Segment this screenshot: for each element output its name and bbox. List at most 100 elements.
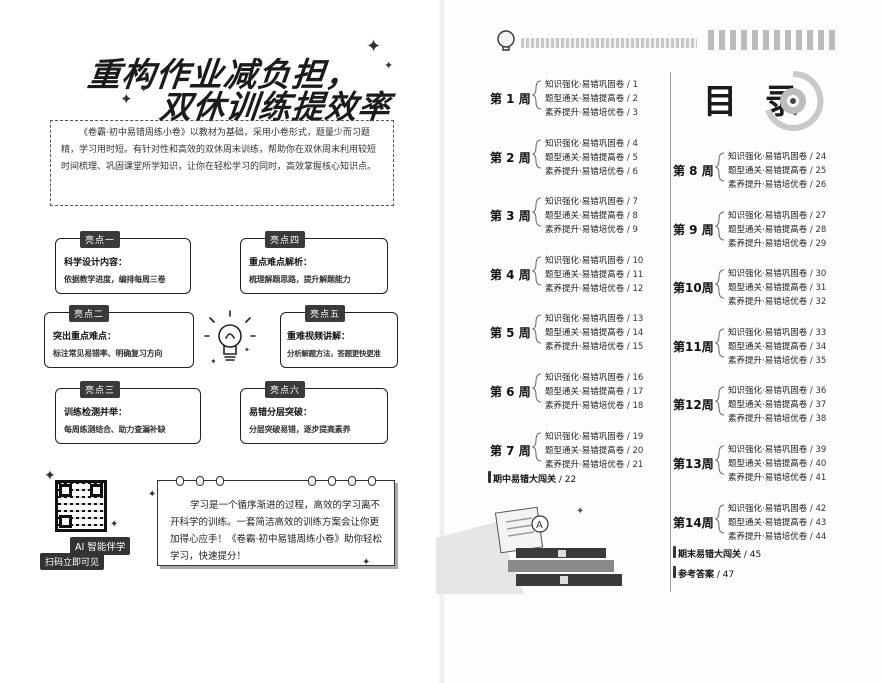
entry-title: 素养提升·易错培优卷 — [545, 283, 625, 294]
toc-entry[interactable]: 题型通关·易错提高卷 / 2 — [545, 94, 638, 104]
lightbulb-icon — [497, 30, 515, 51]
entry-title: 素养提升·易错培优卷 — [728, 355, 808, 366]
page-number: 18 — [632, 401, 644, 411]
page-number: 25 — [815, 166, 827, 176]
card-description: 依据教学进度，编排每周三卷 — [64, 274, 166, 284]
toc-entry[interactable]: 题型通关·易错提高卷 / 8 — [545, 211, 638, 222]
toc-entry[interactable]: 知识强化·易错巩固卷 / 19 — [545, 431, 644, 442]
column-divider — [670, 72, 671, 592]
toc-entry[interactable]: 素养提升·易错培优卷 / 29 — [728, 238, 827, 249]
toc-special-final[interactable]: 期末易错大闯关 / 45 — [672, 546, 761, 560]
entry-title: 知识强化·易错巩固卷 — [545, 431, 625, 442]
toc-entry[interactable]: 知识强化·易错巩固卷 / 10 — [545, 255, 644, 266]
card-heading: 易错分层突破： — [249, 408, 313, 418]
page-number: 24 — [815, 152, 827, 162]
card-heading: 重点难点解析： — [249, 258, 313, 268]
toc-entry[interactable]: 素养提升·易错培优卷 / 41 — [728, 473, 827, 483]
entry-title: 题型通关·易错提高卷 — [728, 341, 808, 352]
page-number: 11 — [632, 269, 644, 280]
toc-entry[interactable]: 知识强化·易错巩固卷 / 4 — [545, 138, 638, 149]
toc-entry[interactable]: 题型通关·易错提高卷 / 5 — [545, 152, 638, 163]
binder-ring — [348, 476, 356, 486]
toc-entry[interactable]: 题型通关·易错提高卷 / 14 — [545, 328, 644, 339]
page-number: 10 — [632, 255, 644, 266]
page-number: 2 — [632, 94, 638, 104]
toc-entry[interactable]: 知识强化·易错巩固卷 / 16 — [545, 373, 644, 383]
toc-entry[interactable]: 素养提升·易错培优卷 / 38 — [728, 414, 827, 425]
toc-entry[interactable]: 素养提升·易错培优卷 / 18 — [545, 401, 644, 411]
toc-entry[interactable]: 素养提升·易错培优卷 / 15 — [545, 342, 644, 353]
highlight-card-6: 亮点六 易错分层突破： 分层突破易错，逐步提高素养 — [240, 381, 388, 444]
entry-title: 知识强化·易错巩固卷 — [728, 386, 808, 397]
toc-entry[interactable]: 知识强化·易错巩固卷 / 24 — [728, 152, 827, 162]
note-text: 学习是一个循序渐进的过程，高效的学习离不开科学的训练。一套简洁高效的训练方案会让… — [170, 500, 383, 562]
toc-entry[interactable]: 知识强化·易错巩固卷 / 7 — [545, 197, 638, 208]
toc-entry[interactable]: 素养提升·易错培优卷 / 21 — [545, 459, 644, 470]
toc-entry[interactable]: 题型通关·易错提高卷 / 11 — [545, 269, 644, 280]
toc-special-answers[interactable]: 参考答案 / 47 — [672, 566, 734, 580]
entry-title: 知识强化·易错巩固卷 — [545, 314, 625, 325]
header-decoration-blocks — [708, 30, 838, 50]
toc-entry[interactable]: 知识强化·易错巩固卷 / 1 — [545, 80, 638, 90]
toc-entry[interactable]: 题型通关·易错提高卷 / 28 — [728, 224, 827, 235]
page-number: 42 — [815, 503, 827, 514]
toc-entry[interactable]: 知识强化·易错巩固卷 / 13 — [545, 314, 644, 325]
page-number: 27 — [815, 210, 827, 221]
week-label: 第 9 周 — [673, 222, 714, 237]
toc-entry[interactable]: 素养提升·易错培优卷 / 26 — [728, 180, 827, 190]
toc-entry[interactable]: 素养提升·易错培优卷 / 12 — [545, 283, 644, 294]
entry-title: 知识强化·易错巩固卷 — [545, 197, 625, 208]
special-label: 参考答案 — [678, 570, 715, 580]
toc-entry[interactable]: 素养提升·易错培优卷 / 3 — [545, 108, 638, 118]
toc-entry[interactable]: 题型通关·易错提高卷 / 40 — [728, 459, 827, 469]
svg-text:A: A — [536, 520, 543, 531]
toc-entry[interactable]: 素养提升·易错培优卷 / 32 — [728, 297, 827, 308]
toc-entry[interactable]: 知识强化·易错巩固卷 / 30 — [728, 269, 827, 280]
toc-entry[interactable]: 题型通关·易错提高卷 / 43 — [728, 517, 827, 528]
toc-entry[interactable]: 知识强化·易错巩固卷 / 42 — [728, 503, 827, 514]
brace-icon — [532, 314, 542, 344]
toc-entry[interactable]: 题型通关·易错提高卷 / 31 — [728, 283, 827, 294]
page-number: 39 — [815, 445, 827, 455]
page-number: 12 — [632, 283, 644, 294]
brace-icon — [532, 256, 542, 286]
highlight-card-4: 亮点四 重点难点解析： 梳理解题思路，提升解题能力 — [240, 231, 388, 294]
toc-entry[interactable]: 题型通关·易错提高卷 / 37 — [728, 400, 827, 411]
page-number: 13 — [632, 314, 644, 325]
toc-entry[interactable]: 知识强化·易错巩固卷 / 36 — [728, 386, 827, 397]
toc-entry[interactable]: 题型通关·易错提高卷 / 20 — [545, 445, 644, 456]
entry-title: 知识强化·易错巩固卷 — [728, 269, 808, 280]
card-tag: 亮点六 — [265, 381, 306, 398]
entry-title: 知识强化·易错巩固卷 — [545, 80, 625, 90]
toc-entry[interactable]: 知识强化·易错巩固卷 / 27 — [728, 210, 827, 221]
week-label: 第11周 — [673, 339, 714, 354]
sparkle-icon: ✦ — [120, 90, 133, 108]
entry-title: 题型通关·易错提高卷 — [545, 445, 625, 456]
entry-title: 题型通关·易错提高卷 — [545, 269, 625, 280]
brace-icon — [715, 445, 725, 475]
toc-entry[interactable]: 素养提升·易错培优卷 / 6 — [545, 166, 638, 177]
toc-entry[interactable]: 知识强化·易错巩固卷 / 33 — [728, 327, 827, 338]
week-label: 第 2 周 — [490, 150, 531, 165]
toc-special-midterm[interactable]: 期中易错大闯关 / 22 — [487, 471, 576, 485]
page-number: 34 — [815, 341, 827, 352]
toc-entry[interactable]: 题型通关·易错提高卷 / 34 — [728, 341, 827, 352]
toc-entry[interactable]: 知识强化·易错巩固卷 / 39 — [728, 445, 827, 455]
toc-entry[interactable]: 题型通关·易错提高卷 / 17 — [545, 387, 644, 397]
toc-entry[interactable]: 素养提升·易错培优卷 / 9 — [545, 225, 638, 236]
toc-entry[interactable]: 素养提升·易错培优卷 / 44 — [728, 531, 827, 542]
toc-entry[interactable]: 题型通关·易错提高卷 / 25 — [728, 166, 827, 176]
svg-text:✦: ✦ — [576, 506, 584, 517]
page-number: 4 — [632, 138, 638, 149]
card-heading: 重难视频讲解： — [287, 332, 351, 342]
toc-entry[interactable]: 素养提升·易错培优卷 / 35 — [728, 355, 827, 366]
card-tag: 亮点四 — [265, 231, 306, 248]
highlight-card-3: 亮点三 训练检测并举： 每周练测结合、助力查漏补缺 — [55, 381, 201, 444]
sparkle-icon: ✦ — [148, 489, 157, 500]
brace-icon — [715, 386, 725, 416]
page-number: 37 — [815, 400, 827, 411]
sparkle-icon: ✦ — [366, 36, 382, 57]
qr-code[interactable] — [55, 480, 107, 532]
brace-icon — [715, 328, 725, 358]
entry-title: 知识强化·易错巩固卷 — [728, 210, 808, 221]
